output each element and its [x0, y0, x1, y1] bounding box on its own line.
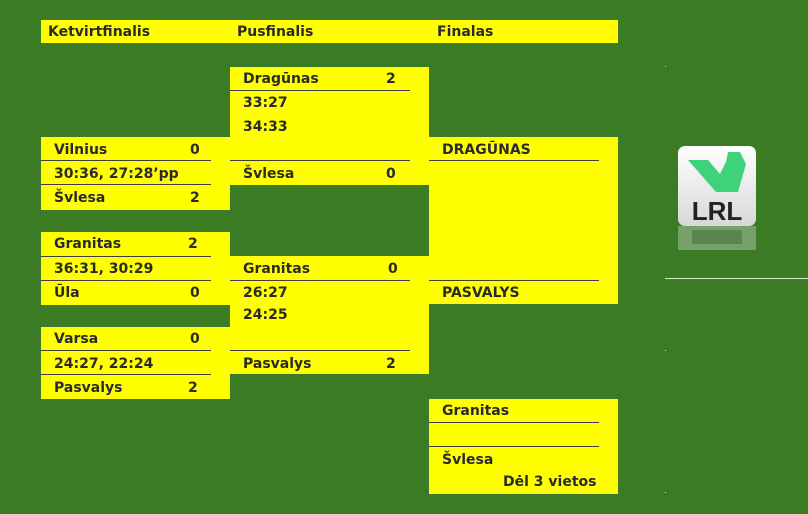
semifinal-1 [230, 67, 429, 185]
sf1-team1: Dragūnas [243, 71, 319, 87]
qf3-score1: 0 [190, 331, 200, 347]
qf2-score2: 0 [190, 285, 200, 301]
third-place-label: Dėl 3 vietos [503, 474, 597, 490]
header-finals: Finalas [437, 24, 494, 40]
divider [41, 256, 211, 257]
sf2-score1: 0 [388, 261, 398, 277]
sf1-set2: 34:33 [243, 119, 288, 135]
divider [41, 280, 211, 281]
final-box [429, 137, 618, 304]
divider [429, 422, 599, 423]
logo-text: LRL [692, 196, 743, 226]
qf2-set-scores: 36:31, 30:29 [54, 261, 154, 277]
qf1-score1: 0 [190, 142, 200, 158]
final-team2: PASVALYS [442, 285, 520, 301]
decor-dot [665, 492, 666, 493]
third-place-team2: Švlesa [442, 452, 494, 468]
quarterfinal-1 [41, 137, 230, 210]
decor-dot [665, 66, 666, 67]
logo-reflection [676, 226, 758, 250]
sf1-set1: 33:27 [243, 95, 288, 111]
divider [230, 280, 410, 281]
sf1-score1: 2 [386, 71, 396, 87]
qf2-team1: Granitas [54, 236, 122, 252]
divider [41, 184, 211, 185]
semifinal-2 [230, 256, 429, 374]
quarterfinal-3 [41, 327, 230, 399]
divider [230, 90, 410, 91]
divider [41, 350, 211, 351]
header-bar [41, 20, 618, 43]
header-semifinals: Pusfinalis [237, 24, 314, 40]
lrl-checkmark-logo-icon: LRL [676, 144, 758, 228]
divider [41, 374, 211, 375]
qf2-team2: Ūla [54, 285, 80, 301]
divider [230, 160, 410, 161]
qf1-team1: Vilnius [54, 142, 108, 158]
sf1-team2: Švlesa [243, 166, 295, 182]
sf2-set2: 24:25 [243, 307, 288, 323]
decor-dot [665, 350, 666, 351]
divider [429, 280, 599, 281]
sf2-team2: Pasvalys [243, 356, 312, 372]
qf3-team2: Pasvalys [54, 380, 123, 396]
divider [429, 160, 599, 161]
qf3-set-scores: 24:27, 22:24 [54, 356, 154, 372]
sf2-set1: 26:27 [243, 285, 288, 301]
quarterfinal-2 [41, 232, 230, 305]
divider [41, 160, 211, 161]
qf1-set-scores: 30:36, 27:28’pp [54, 166, 179, 182]
qf2-score1: 2 [188, 236, 198, 252]
qf1-score2: 2 [190, 190, 200, 206]
divider [429, 446, 599, 447]
divider [230, 350, 410, 351]
qf3-team1: Varsa [54, 331, 99, 347]
qf1-team2: Švlesa [54, 190, 106, 206]
sf1-score2: 0 [386, 166, 396, 182]
sf2-score2: 2 [386, 356, 396, 372]
header-quarterfinals: Ketvirtfinalis [48, 24, 151, 40]
third-place-team1: Granitas [442, 403, 510, 419]
final-team1: DRAGŪNAS [442, 142, 531, 158]
sf2-team1: Granitas [243, 261, 311, 277]
decor-line [665, 278, 808, 279]
qf3-score2: 2 [188, 380, 198, 396]
